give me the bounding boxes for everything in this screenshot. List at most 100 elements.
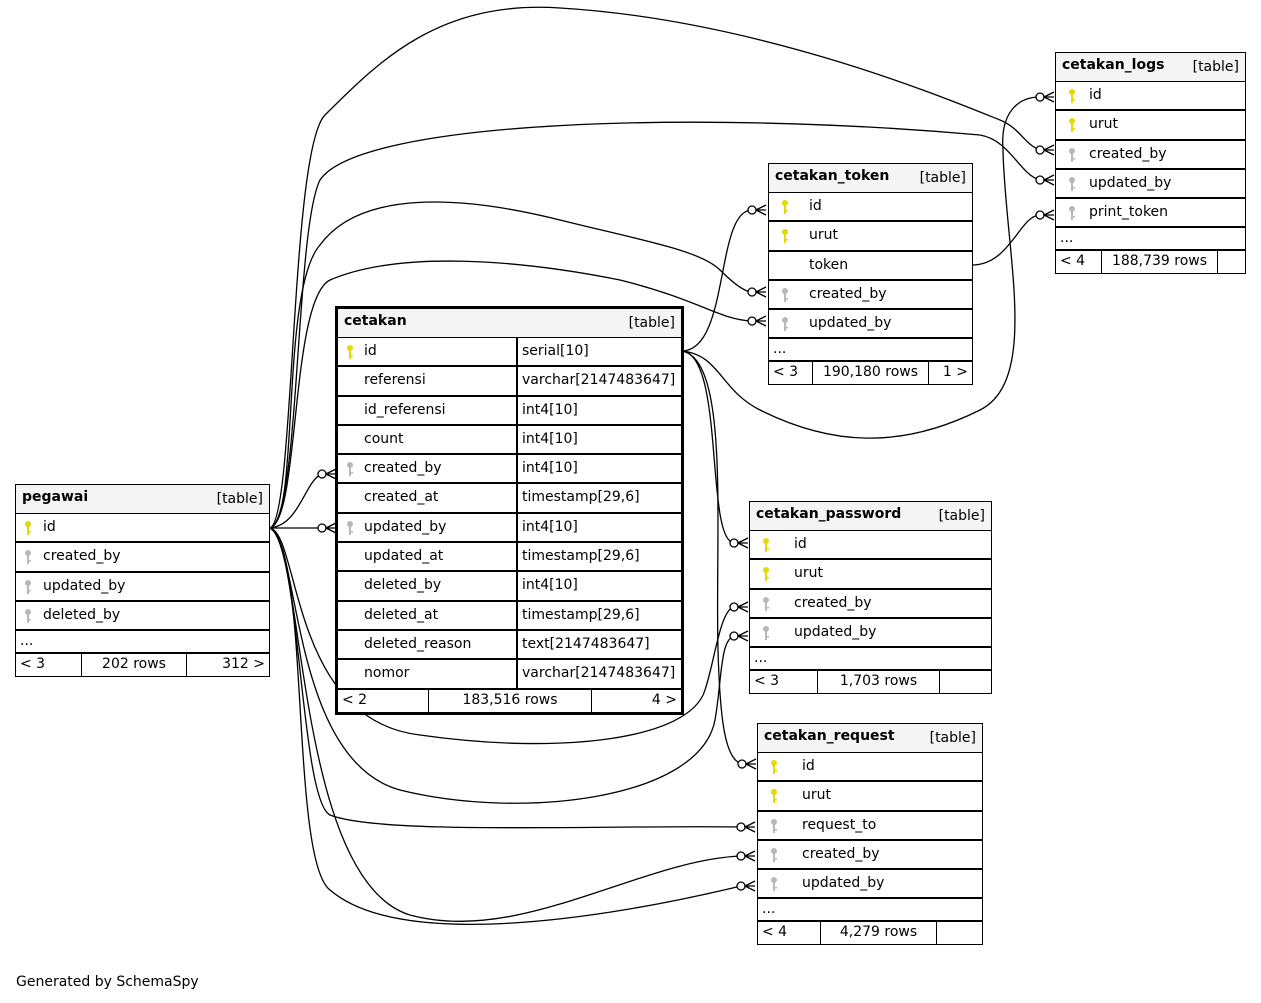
column-row-id[interactable]: id (758, 753, 982, 783)
crows-foot-marker (317, 468, 337, 480)
children-link[interactable]: 1 > (942, 364, 968, 381)
column-row-urut[interactable]: urut (758, 782, 982, 812)
column-row-print-token[interactable]: print_token (1056, 199, 1245, 229)
table-name: cetakan_request (764, 728, 895, 744)
primary-key-icon (1068, 117, 1076, 133)
column-type: int4[10] (516, 396, 681, 424)
column-row-created-by[interactable]: created_by (758, 841, 982, 871)
parents-link[interactable]: < 4 (758, 922, 821, 945)
column-name-cell: count (338, 426, 516, 453)
children-link[interactable] (1218, 251, 1245, 273)
table-kind: [table] (628, 315, 675, 331)
column-name-cell: token (769, 252, 972, 279)
children-link[interactable] (937, 922, 982, 944)
column-name-cell: updated_by (769, 310, 972, 337)
table-footer: < 3 190,180 rows 1 > (769, 362, 972, 385)
foreign-key-icon (762, 596, 770, 612)
more-columns: ... (16, 631, 269, 655)
crows-foot-marker (747, 286, 767, 298)
column-name: deleted_reason (364, 635, 472, 652)
column-row-id[interactable]: id (1056, 82, 1245, 112)
parents-link[interactable]: < 2 (338, 689, 429, 712)
column-row-deleted-by[interactable]: deleted_by (16, 602, 269, 632)
column-name-cell: deleted_reason (338, 631, 516, 658)
table-kind: [table] (1192, 59, 1239, 75)
foreign-key-icon (1068, 147, 1076, 163)
column-row-id[interactable]: id (16, 514, 269, 544)
column-row-updated-by[interactable]: updated_by (16, 573, 269, 602)
column-type: timestamp[29,6] (516, 601, 681, 629)
column-row-urut[interactable]: urut (1056, 111, 1245, 141)
column-name: count (364, 430, 404, 447)
table-kind: [table] (919, 170, 966, 186)
column-name-cell: request_to (758, 812, 982, 839)
row-count: 202 rows (82, 654, 187, 677)
column-name-cell: referensi (338, 367, 516, 394)
column-row-id[interactable]: id (769, 193, 972, 223)
parents-link[interactable]: < 3 (750, 671, 818, 694)
column-name-cell: deleted_by (16, 602, 269, 629)
column-row-created-by[interactable]: created_by (16, 543, 269, 573)
column-row-created-by[interactable]: created_by (769, 281, 972, 311)
foreign-key-icon (781, 287, 789, 303)
row-count: 1,703 rows (818, 671, 940, 694)
column-row-urut[interactable]: urut (769, 222, 972, 252)
crows-foot-marker (736, 880, 756, 892)
table-footer: < 3 202 rows 312 > (16, 654, 269, 677)
column-row-id[interactable]: id (750, 531, 991, 561)
column-name: urut (809, 227, 838, 244)
table-footer: < 3 1,703 rows (750, 671, 991, 694)
column-name-cell: id (338, 338, 516, 365)
column-row-request-to[interactable]: request_to (758, 812, 982, 841)
column-row-created-by[interactable]: created_by (750, 590, 991, 619)
column-row-created-by[interactable]: created_by (1056, 141, 1245, 170)
crows-foot-marker (729, 630, 749, 642)
column-name: urut (794, 565, 823, 582)
relationship-line (681, 350, 735, 544)
parents-link[interactable]: < 3 (16, 654, 82, 677)
children-link[interactable]: 4 > (651, 691, 677, 708)
parents-link[interactable]: < 4 (1056, 251, 1102, 274)
column-name-cell: created_by (769, 281, 972, 308)
table-header: pegawai [table] (16, 485, 269, 514)
parents-link[interactable]: < 3 (769, 362, 813, 385)
column-type: varchar[2147483647] (516, 367, 681, 395)
relationship-line (269, 121, 1041, 529)
column-row-urut[interactable]: urut (750, 560, 991, 590)
column-row-updated-by[interactable]: updated_by (769, 310, 972, 340)
foreign-key-icon (781, 316, 789, 332)
column-name: id (364, 343, 377, 359)
primary-key-icon (762, 566, 770, 582)
column-row-token[interactable]: token (769, 252, 972, 281)
column-name: id (802, 758, 815, 774)
column-name-cell: nomor (338, 660, 516, 687)
relationship-line (681, 350, 743, 765)
column-row-updated-by[interactable]: updated_by (750, 619, 991, 649)
column-name: print_token (1089, 204, 1169, 221)
column-row-updated-by[interactable]: updated_by (1056, 170, 1245, 200)
column-name-cell: created_at (338, 484, 516, 511)
children-link[interactable]: 312 > (222, 656, 265, 673)
children-link[interactable] (940, 671, 991, 693)
column-row-updated-by[interactable]: updated_by (758, 870, 982, 900)
column-name: updated_by (364, 518, 447, 535)
more-columns: ... (758, 899, 982, 923)
